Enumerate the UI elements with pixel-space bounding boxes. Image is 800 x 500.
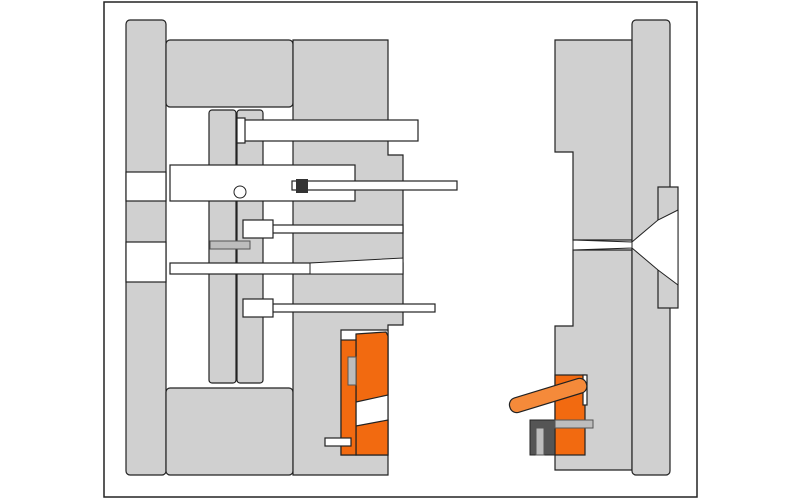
screw-bolt: [209, 240, 251, 250]
ejector-pin-lower-head: [242, 298, 274, 318]
angle-pin: [508, 377, 588, 414]
core-pin: [291, 180, 458, 191]
moving-half: [125, 19, 458, 476]
return-pin-head: [236, 117, 246, 144]
sprue-channel: [572, 239, 633, 251]
gear-icon: [233, 185, 247, 199]
clamp-plate-insert-bottom: [125, 241, 167, 283]
fixed-half: [508, 19, 679, 476]
spring-coil: [296, 179, 308, 193]
spacer-block-top: [165, 39, 294, 108]
clamp-screw-vertical: [535, 427, 545, 456]
return-pin: [236, 119, 419, 142]
ejector-pin-upper: [269, 224, 404, 234]
side-slide: [355, 331, 389, 456]
stop-pin: [324, 437, 352, 447]
ejector-pin-upper-head: [242, 219, 274, 239]
part-runner: [309, 257, 404, 275]
clamp-screw: [554, 419, 594, 429]
clamp-plate-insert-top: [125, 171, 167, 202]
slide-pin: [347, 356, 357, 386]
ejector-pin-lower: [269, 303, 436, 313]
spacer-block-bottom: [165, 387, 294, 476]
